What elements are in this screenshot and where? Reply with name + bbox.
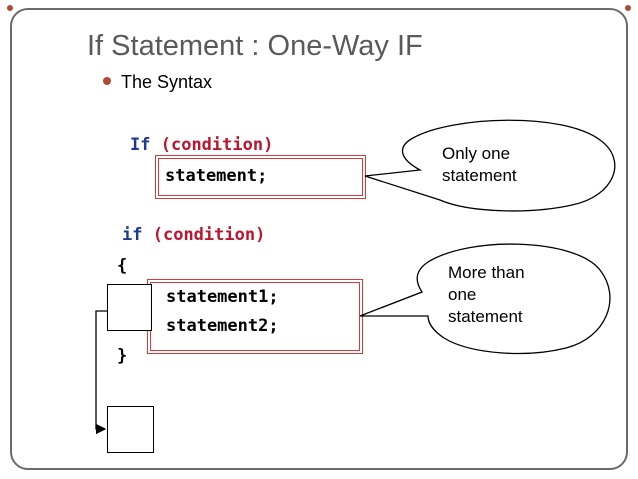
flow-box-top <box>107 284 152 331</box>
flow-box-bottom <box>107 406 154 453</box>
flow-arrow-icon <box>95 310 107 435</box>
code-condition: (condition) <box>160 135 274 155</box>
bullet-text: The Syntax <box>121 72 213 92</box>
code-close-brace: } <box>117 346 128 366</box>
slide-title: If Statement : One-Way IF <box>87 30 423 62</box>
callout-bubble-one <box>364 119 616 212</box>
corner-dot-icon <box>7 5 13 11</box>
callout-many-line3: statement <box>448 307 523 326</box>
callout-one-text: Only one statement <box>442 143 517 187</box>
slide-frame <box>10 8 628 470</box>
callout-many-text: More than one statement <box>448 262 525 328</box>
code-keyword: if <box>122 225 143 245</box>
corner-dot-icon <box>625 5 631 11</box>
single-statement-highlight <box>155 155 366 199</box>
callout-many-line2: one <box>448 285 477 304</box>
callout-one-line2: statement <box>442 166 517 185</box>
callout-one-line1: Only one <box>442 144 511 163</box>
bullet-icon <box>103 77 111 86</box>
callout-bubble-many <box>359 243 611 355</box>
bullet-item: The Syntax <box>103 72 212 93</box>
code-statement-1: statement1; <box>166 287 279 307</box>
callout-many-line1: More than <box>448 263 525 282</box>
code-keyword: If <box>130 135 151 155</box>
code-line-if-2: if (condition) <box>122 225 265 245</box>
code-condition: (condition) <box>152 225 266 245</box>
code-open-brace: { <box>117 256 128 276</box>
code-statement: statement; <box>165 166 268 186</box>
code-statement-2: statement2; <box>166 316 279 336</box>
code-line-if-1: If (condition) <box>130 135 273 155</box>
